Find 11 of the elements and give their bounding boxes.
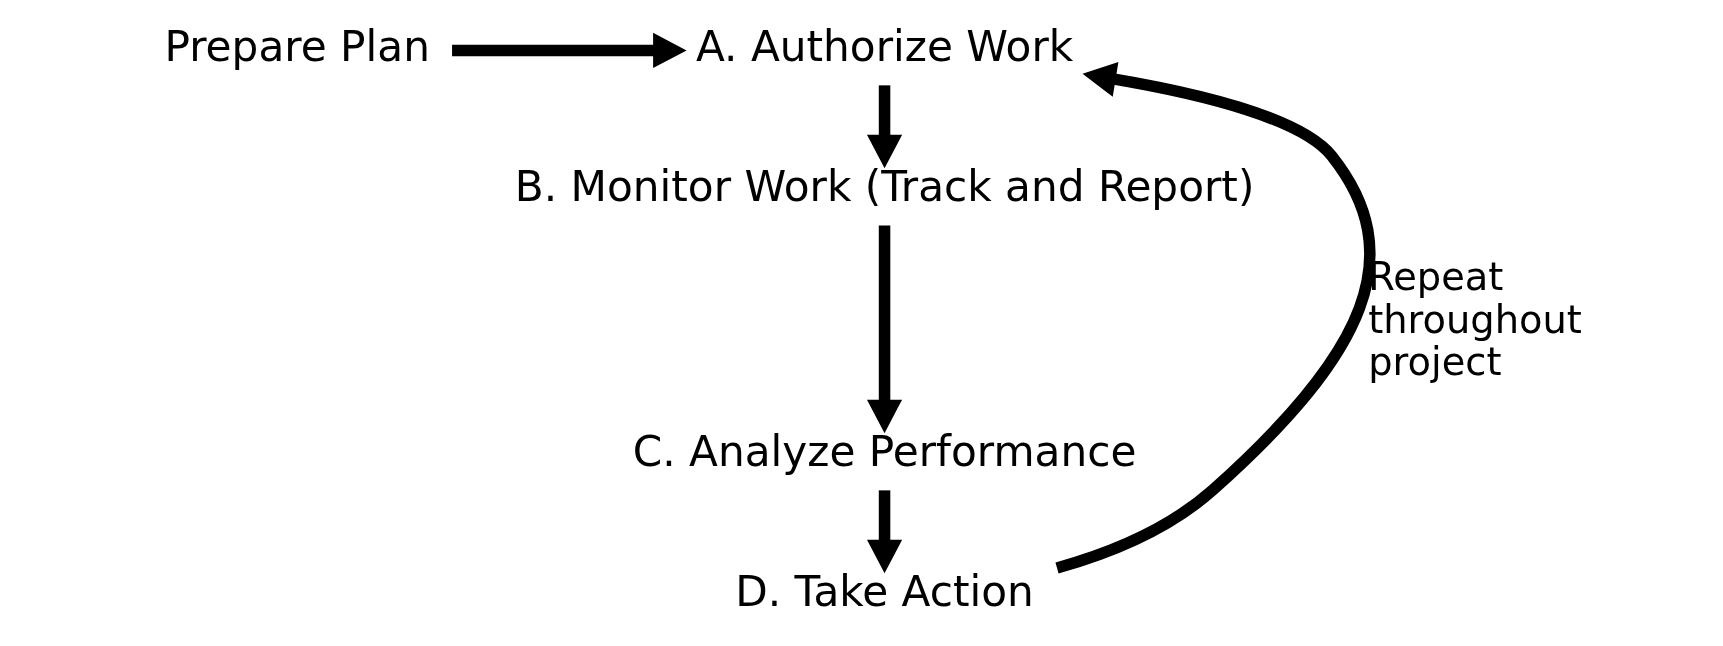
arrow	[1054, 61, 1375, 574]
node-text: D. Take Action	[734, 567, 1034, 617]
arrow	[866, 85, 902, 169]
node-text: C. Analyze Performance	[632, 427, 1136, 477]
node-text: A. Authorize Work	[695, 22, 1073, 72]
arrow	[866, 490, 902, 574]
node-text: B. Monitor Work (Track and Report)	[514, 162, 1254, 212]
edge-label: Repeat throughout project	[1367, 254, 1582, 384]
arrow	[866, 225, 902, 434]
node-text: Prepare Plan	[163, 22, 430, 72]
arrow	[451, 32, 687, 69]
